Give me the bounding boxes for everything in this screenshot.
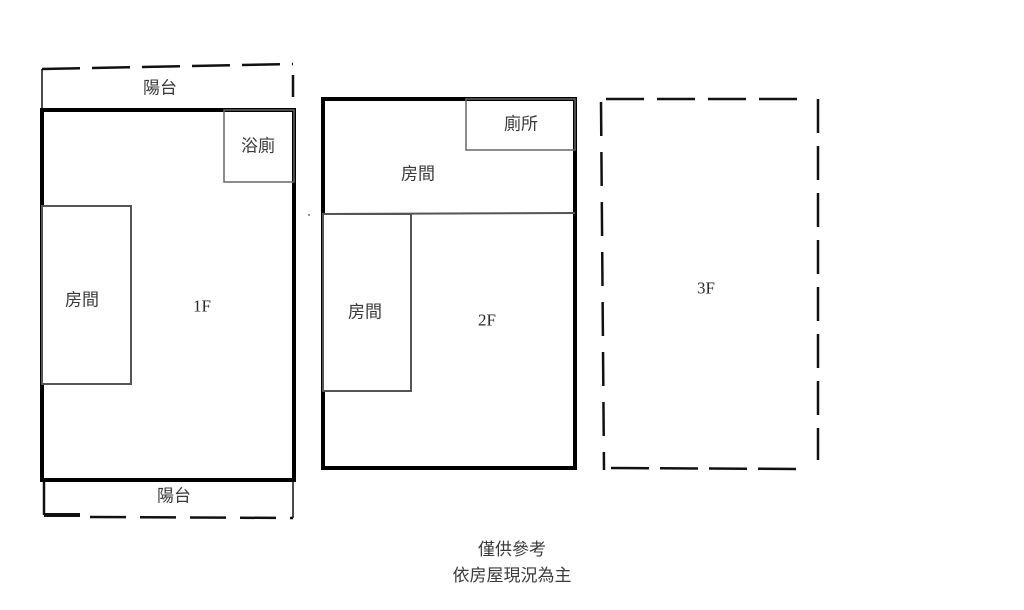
disclaimer: 僅供參考 依房屋現況為主 [453,537,572,589]
room-2f-top-label: 房間 [401,164,435,185]
floor-2f [321,97,577,470]
toilet-2f [465,98,576,151]
toilet-label: 廁所 [504,114,538,135]
floor-3f [599,97,820,471]
disclaimer-line-2: 依房屋現況為主 [452,566,572,586]
floor-3f-label: 3F [697,278,715,298]
room-left-2f [322,213,412,392]
bathroom-1f [223,109,295,183]
floor-3f-bottom-edge [610,466,801,471]
balcony-bottom-outline [42,482,294,520]
room-1f [41,205,132,385]
room-1f-label: 房間 [65,290,99,311]
floor-1f [40,62,296,520]
floor-3f-left-edge [599,101,606,471]
floor-1f-label: 1F [193,296,211,316]
balcony-bottom-label: 陽台 [157,486,191,507]
balcony-top-label: 陽台 [143,78,177,99]
disclaimer-line-1: 僅供參考 [478,540,546,560]
balcony-top-outline [41,62,295,108]
room-2f-left-label: 房間 [348,302,382,323]
bathroom-label: 浴廁 [241,136,275,157]
stray-dot [308,214,310,216]
floor-2f-label: 2F [478,310,496,330]
